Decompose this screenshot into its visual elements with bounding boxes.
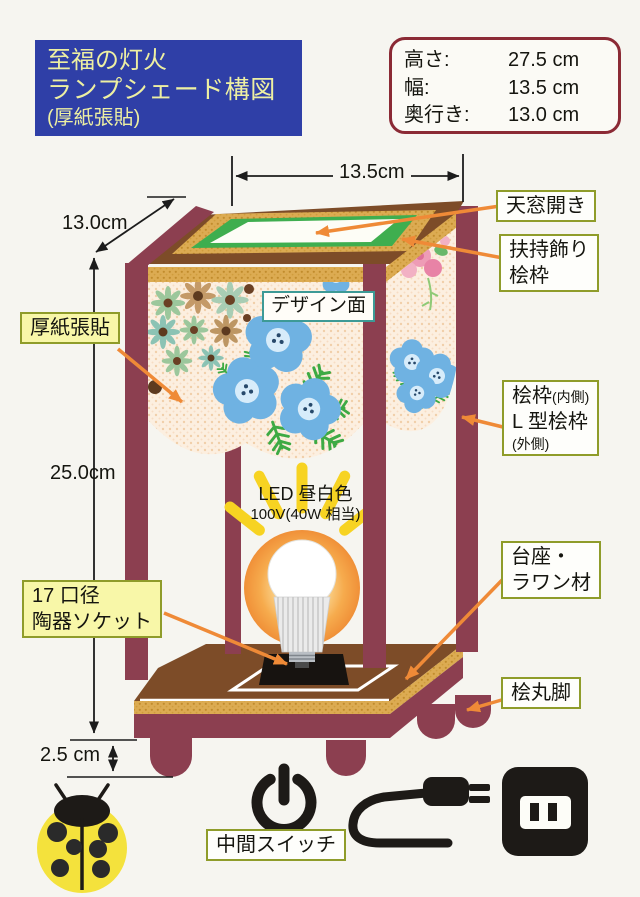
power-icon [251, 763, 317, 835]
front-top-trim [148, 267, 363, 282]
callout-base-line2: ラワン材 [511, 572, 591, 594]
arrow-foot [466, 697, 506, 713]
callout-foot: 桧丸脚 [501, 677, 581, 709]
dim-foot-height: 2.5 cm [40, 744, 101, 766]
spec-row-height: 高さ: 27.5 cm [404, 47, 608, 75]
callout-base: 台座・ ラワン材 [501, 541, 601, 599]
spec-height-label: 高さ: [404, 49, 450, 71]
spec-height-value: 27.5 cm [508, 49, 580, 71]
callout-arrows [116, 204, 508, 713]
callout-skylight: 天窓開き [496, 190, 596, 222]
wall-outlet-icon [502, 767, 588, 856]
callout-top-trim-line1: 扶持飾り [509, 239, 589, 261]
callout-design-face: デザイン面 [262, 291, 376, 322]
title-line-3: (厚紙張貼) [47, 106, 141, 129]
title-line-2: ランプシェード構図 [47, 76, 276, 105]
callout-socket: 17 口径 陶器ソケット [22, 580, 162, 638]
spec-row-depth: 奥行き: 13.0 cm [404, 102, 608, 130]
spec-box: 高さ: 27.5 cm 幅: 13.5 cm 奥行き: 13.0 cm [389, 37, 621, 134]
ladybug-illustration [37, 783, 127, 893]
dim-depth: 13.0cm [62, 212, 128, 234]
front-right-post [363, 263, 386, 668]
callout-frame-line2: L 型桧枠 [512, 411, 588, 433]
arrow-base [404, 575, 507, 681]
callout-base-line1: 台座・ [511, 546, 571, 568]
right-top-trim [386, 213, 456, 282]
rear-left-post [225, 432, 241, 654]
dim-side-height: 25.0cm [50, 462, 116, 484]
callout-cardboard: 厚紙張貼 [20, 312, 120, 344]
callout-frame-line1: 桧枠(内側) [512, 385, 590, 407]
spec-depth-label: 奥行き: [404, 104, 470, 127]
callout-socket-line2: 陶器ソケット [32, 611, 152, 633]
callout-switch: 中間スイッチ [206, 829, 346, 861]
dim-top-width: 13.5cm [333, 161, 411, 184]
arrow-top-trim [401, 235, 504, 260]
title-box: 至福の灯火 ランプシェード構図 (厚紙張貼) [35, 40, 302, 136]
arrow-socket [163, 611, 288, 666]
callout-top-trim-line2: 桧枠 [509, 265, 549, 287]
callout-socket-line1: 17 口径 [32, 585, 100, 607]
arrow-skylight [315, 204, 501, 238]
arrow-frame [461, 414, 508, 430]
spec-width-value: 13.5 cm [508, 76, 580, 99]
front-shade-panel [148, 282, 363, 459]
top-board-skylight [125, 201, 464, 266]
rear-right-post [456, 206, 478, 652]
led-note: LED 昼白色 100V(40W 相当) [228, 483, 383, 524]
cord-plug-icon [348, 777, 490, 848]
led-note-line1: LED 昼白色 [258, 484, 353, 504]
spec-row-width: 幅: 13.5 cm [404, 75, 608, 103]
callout-top-trim: 扶持飾り 桧枠 [499, 234, 599, 292]
callout-frame: 桧枠(内側) L 型桧枠 (外側) [502, 380, 600, 457]
led-note-line2: 100V(40W 相当) [250, 505, 361, 523]
arrow-cardboard [116, 347, 184, 404]
callout-frame-line3: (外側) [512, 436, 550, 452]
spec-depth-value: 13.0 cm [508, 104, 580, 127]
title-line-1: 至福の灯火 [47, 47, 167, 74]
spec-width-label: 幅: [404, 76, 430, 99]
